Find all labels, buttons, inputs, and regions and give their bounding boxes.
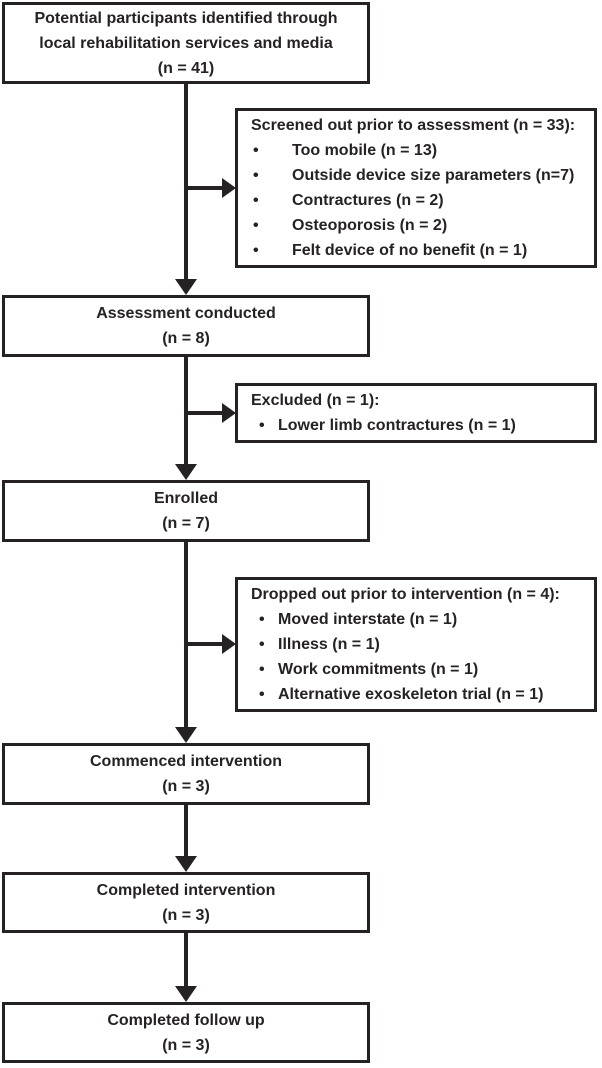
box-text-line: Completed intervention [96,881,276,899]
arrowhead-down-completed-followup-icon [175,986,197,1002]
box-n-count: (n = 41) [157,59,215,77]
flow-box-enrolled: Enrolled (n = 7) [2,480,370,542]
connector-branch-dropped-out [186,642,224,646]
flow-box-assessment-conducted: Assessment conducted (n = 8) [2,295,370,357]
box-n-count: (n = 3) [162,906,210,924]
arrowhead-down-commenced-icon [175,727,197,743]
connector-commenced-to-completed [184,805,188,856]
connector-completed-to-followup [184,933,188,986]
box-n-count: (n = 8) [162,330,210,347]
flow-box-potential-participants: Potential participants identified throug… [2,2,370,84]
flow-box-excluded: Excluded (n = 1): Lower limb contracture… [235,383,597,443]
box-text-line: Commenced intervention [89,753,283,770]
list-item: Illness (n = 1) [251,632,590,657]
arrowhead-right-screened-out-icon [222,178,236,198]
side-box-title: Excluded (n = 1): [251,392,380,409]
flow-box-screened-out: Screened out prior to assessment (n = 33… [235,108,597,268]
box-text-line: Enrolled [153,490,218,507]
arrowhead-down-completed-intervention-icon [175,856,197,872]
box-text-line: Potential participants identified throug… [34,9,338,27]
list-item: Contractures (n = 2) [251,188,590,213]
list-item: Work commitments (n = 1) [251,657,590,682]
connector-branch-excluded [186,411,224,415]
connector-identified-to-assessment [184,84,188,279]
connector-branch-screened-out [186,186,224,190]
list-item: Alternative exoskeleton trial (n = 1) [251,682,590,707]
box-n-count: (n = 3) [162,1036,210,1054]
box-text-line: Assessment conducted [96,305,276,322]
arrowhead-right-excluded-icon [222,403,236,423]
connector-assessment-to-enrolled [184,357,188,464]
flow-box-completed-intervention: Completed intervention (n = 3) [2,872,370,933]
list-item: Too mobile (n = 13) [251,138,590,163]
side-box-title: Dropped out prior to intervention (n = 4… [251,586,560,603]
list-item: Moved interstate (n = 1) [251,607,590,632]
arrowhead-down-assessment-icon [175,279,197,295]
flow-box-completed-follow-up: Completed follow up (n = 3) [2,1002,370,1063]
arrowhead-right-dropped-out-icon [222,634,236,654]
box-text-line: local rehabilitation services and media [39,34,333,52]
arrowhead-down-enrolled-icon [175,464,197,480]
list-item: Outside device size parameters (n=7) [251,163,590,188]
box-n-count: (n = 3) [162,778,210,795]
screened-out-reasons-list: Too mobile (n = 13) Outside device size … [251,138,590,263]
flow-box-dropped-out: Dropped out prior to intervention (n = 4… [235,577,597,712]
list-item: Felt device of no benefit (n = 1) [251,238,590,263]
list-item: Osteoporosis (n = 2) [251,213,590,238]
dropped-out-reasons-list: Moved interstate (n = 1) Illness (n = 1)… [251,607,590,707]
list-item: Lower limb contractures (n = 1) [251,413,590,438]
side-box-title: Screened out prior to assessment (n = 33… [251,117,576,134]
connector-enrolled-to-commenced [184,542,188,727]
excluded-reasons-list: Lower limb contractures (n = 1) [251,413,590,438]
flow-box-commenced-intervention: Commenced intervention (n = 3) [2,743,370,805]
box-n-count: (n = 7) [162,515,210,532]
box-text-line: Completed follow up [107,1011,265,1029]
